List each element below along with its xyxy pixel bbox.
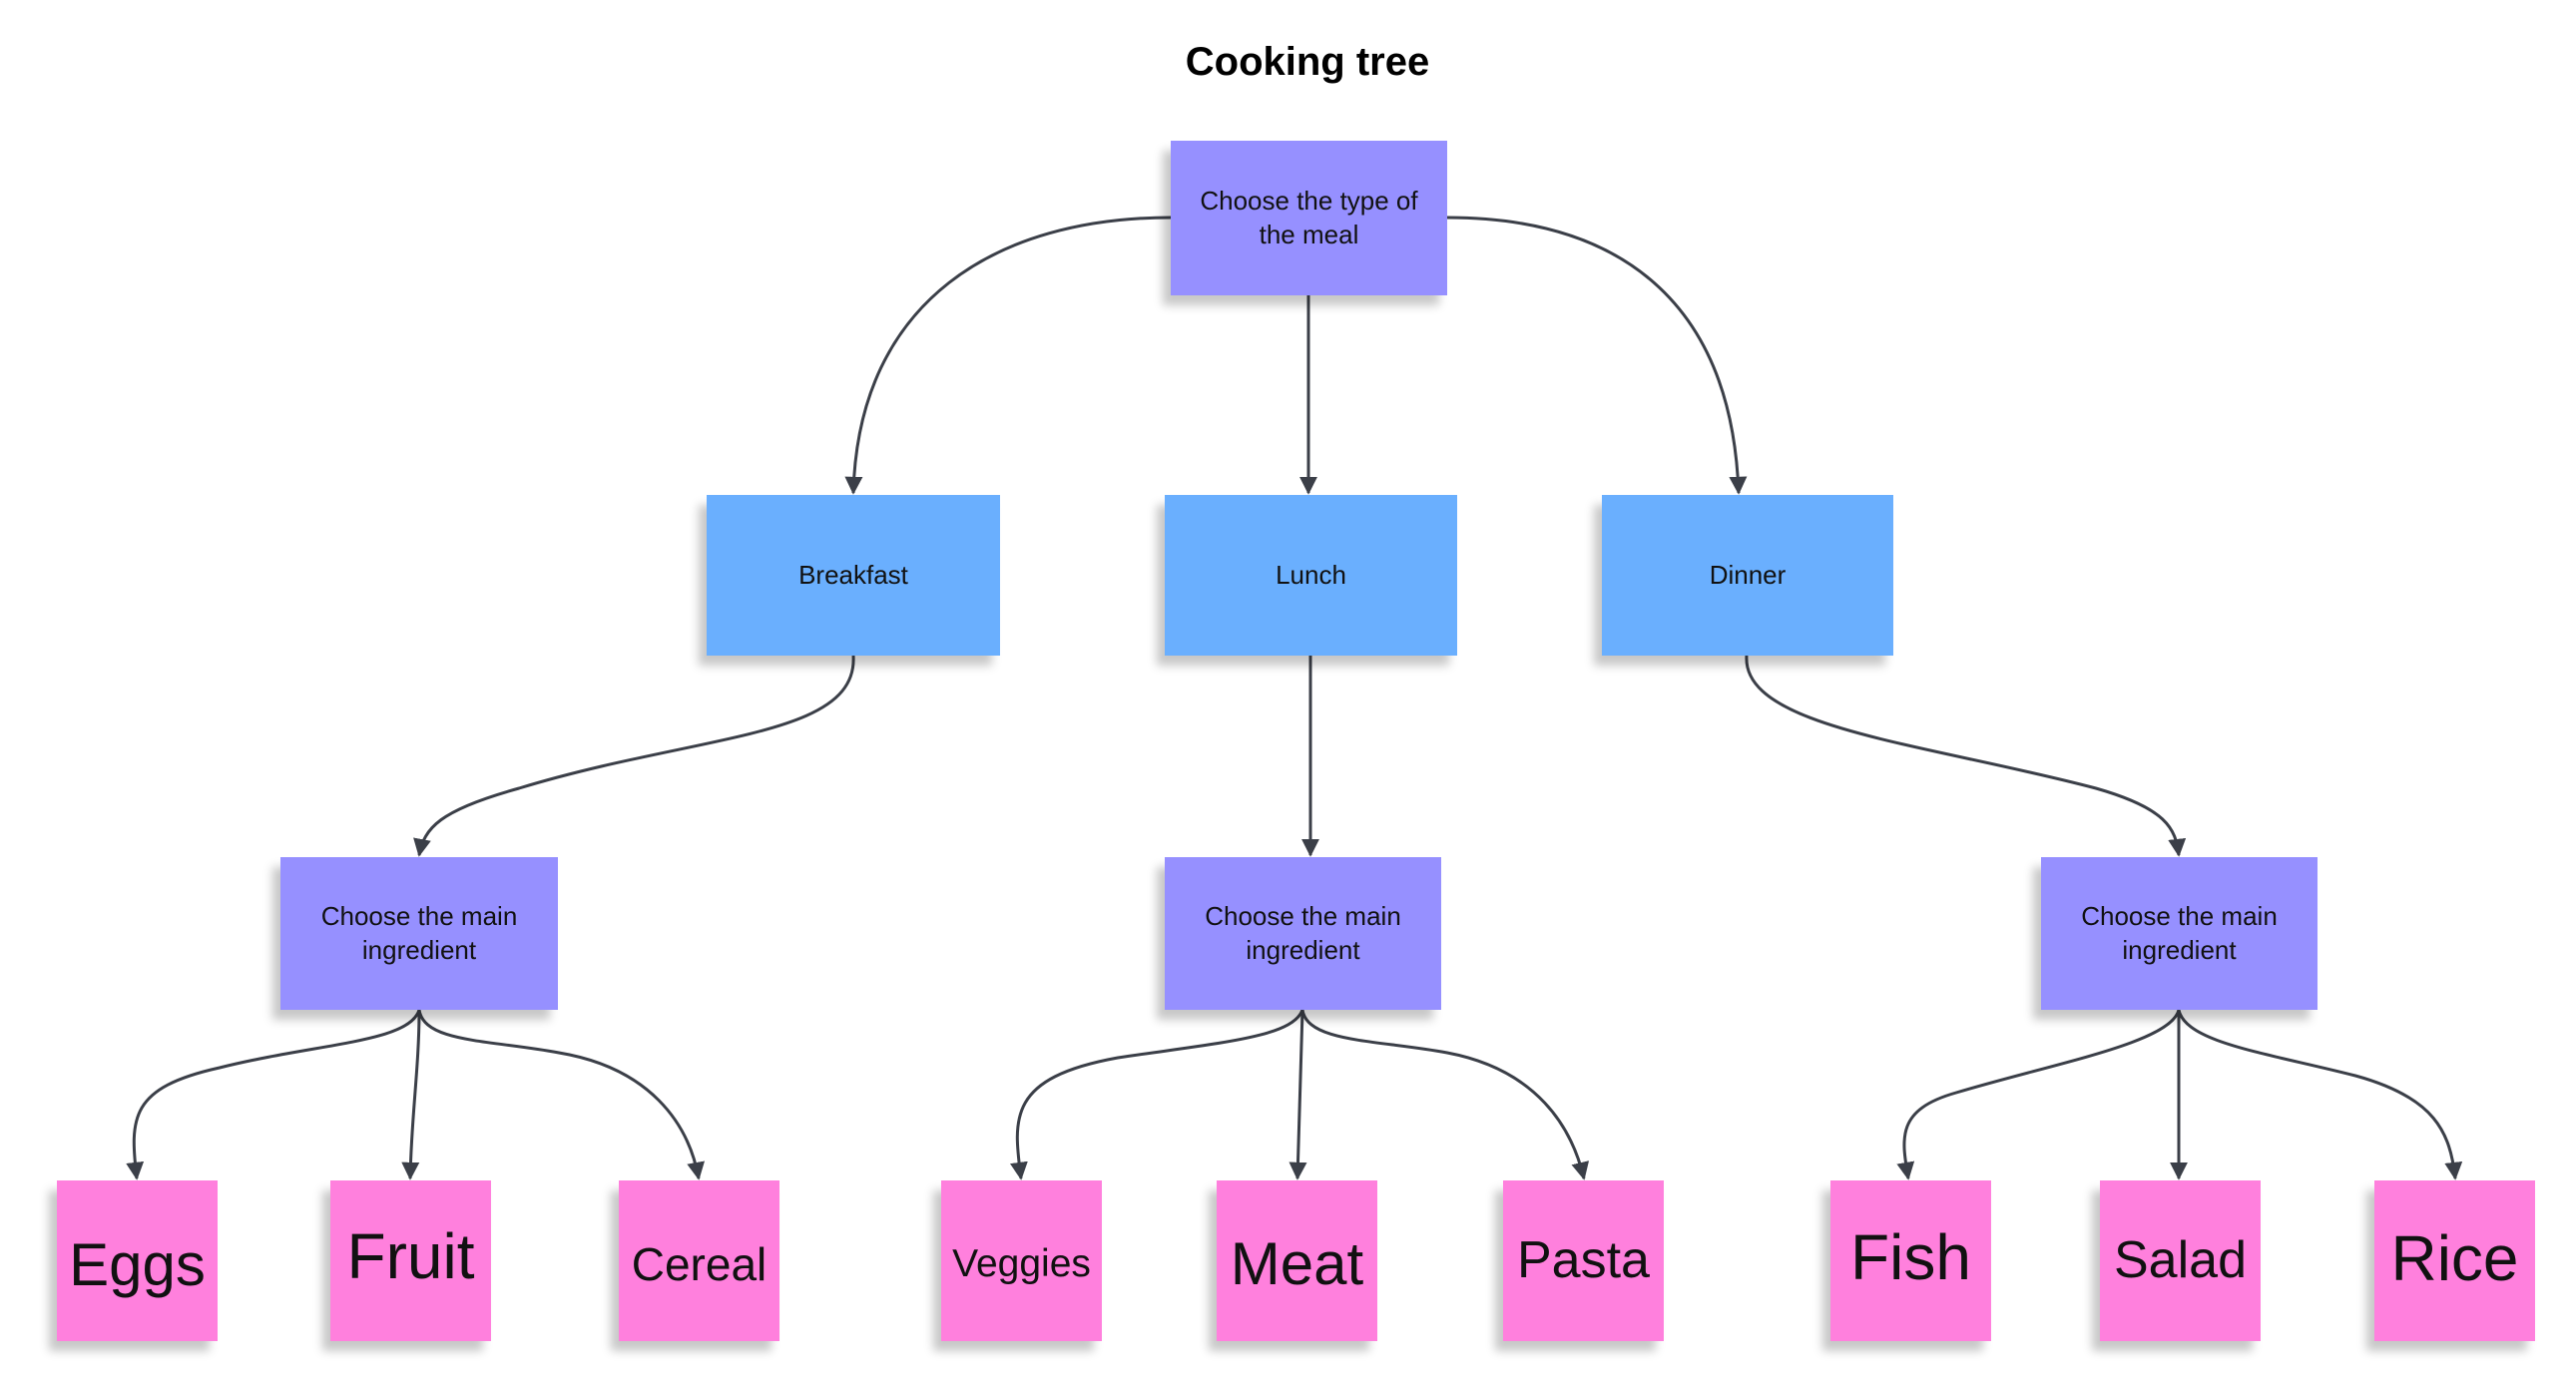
edge-breakfast-ingredient (413, 655, 855, 857)
edge-ing2-veggies (1009, 1009, 1304, 1180)
root-node-label: Choose the type of the meal (1200, 185, 1418, 249)
edge-ing2-pasta (1300, 1009, 1590, 1180)
option-node-label: Eggs (69, 1230, 206, 1298)
option-node-label: Salad (2114, 1230, 2247, 1289)
ingredient-node-label: Choose the main ingredient (320, 900, 518, 965)
option-node-label: Meat (1230, 1229, 1364, 1297)
meal-node-label: Dinner (1709, 559, 1787, 590)
option-node-label: Cereal (631, 1237, 768, 1290)
edge-ing3-rice (2177, 1009, 2463, 1180)
meal-node-dinner[interactable]: Dinner (1602, 495, 1893, 656)
option-node-veggies[interactable]: Veggies (941, 1180, 1102, 1341)
edge-dinner-ingredient (1745, 655, 2187, 857)
option-node-label: Rice (2390, 1221, 2519, 1294)
ingredient-node-dinner[interactable]: Choose the main ingredient (2041, 857, 2318, 1010)
option-node-label: Fruit (346, 1219, 475, 1292)
edge-ing1-fruit (401, 1009, 421, 1180)
edge-root-dinner (1446, 216, 1748, 495)
option-node-label: Fish (1850, 1220, 1971, 1293)
ingredient-node-label: Choose the main ingredient (1205, 900, 1401, 965)
edge-ing1-cereal (417, 1009, 706, 1180)
meal-node-breakfast[interactable]: Breakfast (707, 495, 1000, 656)
edge-ing3-fish (1896, 1009, 2181, 1180)
meal-node-label: Lunch (1276, 559, 1346, 590)
option-node-salad[interactable]: Salad (2100, 1180, 2261, 1341)
root-node[interactable]: Choose the type of the meal (1171, 141, 1447, 295)
option-node-rice[interactable]: Rice (2374, 1180, 2535, 1341)
meal-node-lunch[interactable]: Lunch (1165, 495, 1457, 656)
ingredient-node-label: Choose the main ingredient (2081, 900, 2278, 965)
option-node-eggs[interactable]: Eggs (57, 1180, 218, 1341)
option-node-meat[interactable]: Meat (1217, 1180, 1377, 1341)
option-node-fruit[interactable]: Fruit (330, 1180, 491, 1341)
ingredient-node-lunch[interactable]: Choose the main ingredient (1165, 857, 1441, 1010)
option-node-label: Pasta (1517, 1230, 1650, 1289)
option-node-label: Veggies (952, 1242, 1091, 1286)
diagram-title: Cooking tree (1185, 40, 1430, 84)
ingredient-node-breakfast[interactable]: Choose the main ingredient (280, 857, 558, 1010)
edge-ing1-eggs (126, 1009, 421, 1180)
option-node-fish[interactable]: Fish (1830, 1180, 1991, 1341)
option-node-pasta[interactable]: Pasta (1503, 1180, 1664, 1341)
edge-ing2-meat (1288, 1009, 1307, 1180)
option-node-cereal[interactable]: Cereal (619, 1180, 779, 1341)
edge-root-breakfast (844, 216, 1172, 495)
meal-node-label: Breakfast (798, 559, 908, 590)
